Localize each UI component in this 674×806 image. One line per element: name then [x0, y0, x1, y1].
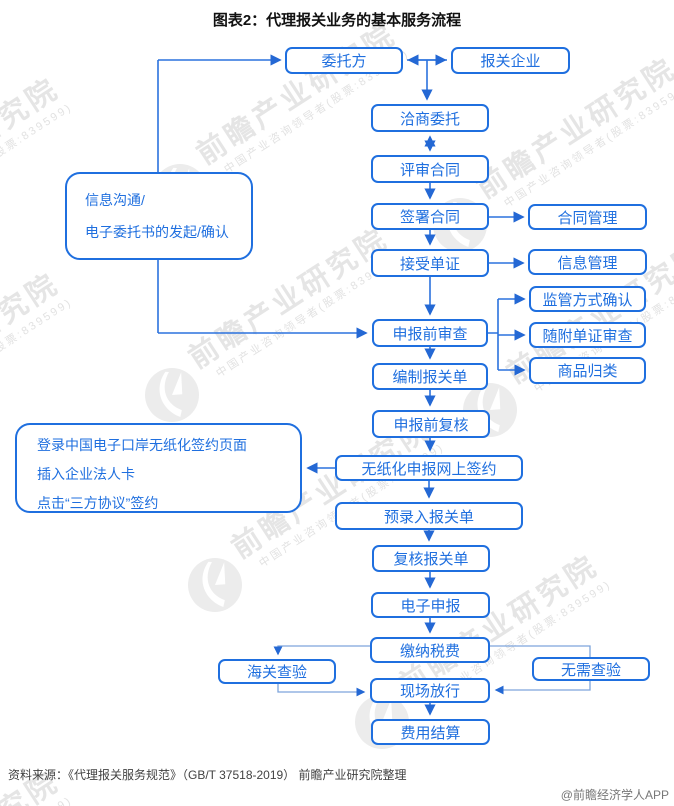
flow-node-supervision-mode-confirm: 监管方式确认 [529, 286, 646, 312]
source-note: 资料来源：《代理报关服务规范》（GB/T 37518-2019） 前瞻产业研究院… [8, 768, 407, 782]
flow-node-receive-documents: 接受单证 [371, 249, 489, 277]
flow-node-pre-declaration-review: 申报前审查 [372, 319, 488, 347]
annotation-line: 电子委托书的发起/确认 [85, 224, 229, 240]
flow-node-review-contract: 评审合同 [371, 155, 489, 183]
credit-note: @前瞻经济学人APP [560, 788, 669, 802]
flow-node-paperless-online-signing: 无纸化申报网上签约 [335, 455, 523, 481]
flow-node-goods-classification: 商品归类 [529, 357, 646, 384]
flow-node-information-management: 信息管理 [528, 249, 647, 275]
flow-node-recheck-declaration: 复核报关单 [372, 545, 490, 572]
flow-node-customs-broker: 报关企业 [451, 47, 570, 74]
bracket-predeclreview [488, 299, 499, 370]
flow-node-fee-settlement: 费用结算 [371, 719, 490, 745]
flow-node-prepare-declaration: 编制报关单 [372, 363, 488, 390]
annotation-line: 插入企业法人卡 [37, 466, 135, 482]
flow-node-customs-inspection: 海关查验 [218, 659, 336, 684]
flow-node-site-release: 现场放行 [370, 678, 490, 703]
annotation-line: 点击“三方协议”签约 [37, 495, 159, 511]
elbow-pay-inspection [273, 645, 370, 656]
flow-node-pre-declaration-recheck: 申报前复核 [372, 410, 490, 438]
flow-node-sign-contract: 签署合同 [371, 203, 489, 230]
flow-node-no-inspection: 无需查验 [532, 657, 650, 681]
elbow-inspection-release [277, 684, 366, 697]
flow-node-attached-documents-review: 随附单证审查 [529, 322, 646, 348]
flow-node-client: 委托方 [285, 47, 403, 74]
flow-node-pay-taxes: 缴纳税费 [370, 637, 490, 663]
annotation-login-steps: 登录中国电子口岸无纸化签约页面插入企业法人卡点击“三方协议”签约 [15, 423, 302, 513]
annotation-line: 信息沟通/ [85, 192, 145, 208]
annotation-info-communication: 信息沟通/电子委托书的发起/确认 [65, 172, 253, 260]
annotation-line: 登录中国电子口岸无纸化签约页面 [37, 437, 247, 453]
flow-node-pre-entry-declaration: 预录入报关单 [335, 502, 523, 530]
flow-node-electronic-declaration: 电子申报 [371, 592, 490, 618]
flow-node-contract-management: 合同管理 [528, 204, 647, 230]
chart-title: 图表2：代理报关业务的基本服务流程 [212, 12, 462, 29]
flow-node-negotiate: 洽商委托 [371, 104, 489, 132]
